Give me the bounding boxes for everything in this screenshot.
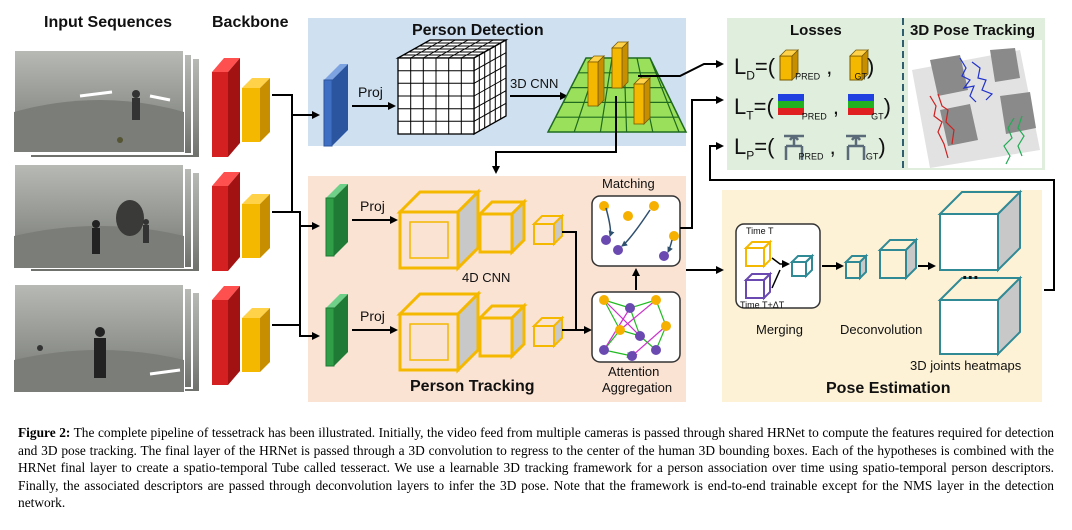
- proj-track-top-label: Proj: [360, 198, 385, 214]
- camera-sequence-3: [13, 283, 201, 393]
- cnn-4d-label: 4D CNN: [462, 270, 511, 285]
- loss-d-pred: PRED: [795, 71, 821, 82]
- loss-t-gt: GT: [871, 111, 884, 122]
- pose-estimation-title: Pose Estimation: [826, 380, 951, 397]
- backbone-block-1: [212, 58, 270, 157]
- pose-tracking-plot: [908, 40, 1042, 168]
- loss-p-pred: PRED: [798, 151, 824, 162]
- backbone-block-2: [212, 172, 270, 271]
- attention-label-1: Attention: [608, 364, 660, 379]
- loss-d-icons: [779, 49, 869, 81]
- matching-label: Matching: [602, 176, 655, 191]
- loss-p-gt: GT: [865, 151, 879, 162]
- loss-p-formula: LP=(PRED , GT): [734, 134, 886, 163]
- losses-title: Losses: [790, 22, 842, 39]
- pose-tracking-3d-title: 3D Pose Tracking: [910, 22, 1036, 39]
- attention-label-2: Aggregation: [602, 380, 673, 395]
- attention-box: [591, 291, 681, 363]
- detection-arrows: [492, 60, 724, 174]
- camera-sequence-1: [13, 49, 201, 159]
- figure-caption: Figure 2: The complete pipeline of tesse…: [18, 424, 1054, 512]
- loss-p-icons: [784, 134, 866, 160]
- pipeline-figure: [13, 18, 1055, 402]
- time-t-label: Time T: [746, 226, 774, 236]
- loss-t-formula: LT=(PRED , GT): [734, 94, 891, 123]
- loss-d-sub: D: [746, 68, 755, 83]
- time-t-dt-label: Time T+ΔT: [740, 300, 785, 310]
- detection-boxes: [587, 41, 651, 125]
- proj-track-bottom-label: Proj: [360, 308, 385, 324]
- loss-d-letter: L: [734, 54, 747, 79]
- tracking-cubes-bottom: [396, 290, 565, 374]
- camera-sequence-2: [13, 163, 201, 273]
- deconvolution-label: Deconvolution: [840, 322, 923, 337]
- person-detection-title: Person Detection: [412, 22, 544, 39]
- proj-plane-blue: [323, 64, 348, 147]
- input-sequences-title: Input Sequences: [44, 14, 173, 31]
- cnn-3d-label: 3D CNN: [510, 76, 559, 91]
- loss-d-gt: GT: [854, 71, 867, 82]
- backbone-title: Backbone: [212, 14, 289, 31]
- loss-t-icons: [778, 94, 874, 115]
- matching-box: [591, 195, 681, 267]
- proj-detection-label: Proj: [358, 84, 383, 100]
- voxel-grid: [398, 39, 507, 134]
- loss-p-letter: L: [734, 134, 747, 159]
- proj-plane-green-bottom: [325, 294, 348, 367]
- backbone-connectors: [272, 94, 320, 340]
- caption-text: The complete pipeline of tessetrack has …: [18, 425, 1054, 511]
- person-tracking-title: Person Tracking: [410, 378, 535, 395]
- cnn-to-attention-arrows: [562, 231, 592, 334]
- ellipsis-label: ...: [962, 262, 979, 284]
- tracking-output-arrows: [680, 96, 1055, 291]
- proj-plane-green-top: [325, 184, 348, 257]
- merging-box: [735, 223, 821, 309]
- loss-t-sub: T: [746, 108, 754, 123]
- deconvolution-cubes: [843, 237, 919, 281]
- heatmap-cubes: [937, 189, 1023, 357]
- loss-p-sub: P: [746, 148, 755, 163]
- loss-t-pred: PRED: [801, 111, 827, 122]
- caption-label: Figure 2:: [18, 425, 71, 440]
- merging-label: Merging: [756, 322, 803, 337]
- tracking-cubes-top: [396, 188, 565, 272]
- heatmaps-label: 3D joints heatmaps: [910, 358, 1022, 373]
- backbone-block-3: [212, 286, 270, 385]
- loss-d-formula: LD=(PRED , GT): [734, 54, 875, 83]
- loss-t-letter: L: [734, 94, 747, 119]
